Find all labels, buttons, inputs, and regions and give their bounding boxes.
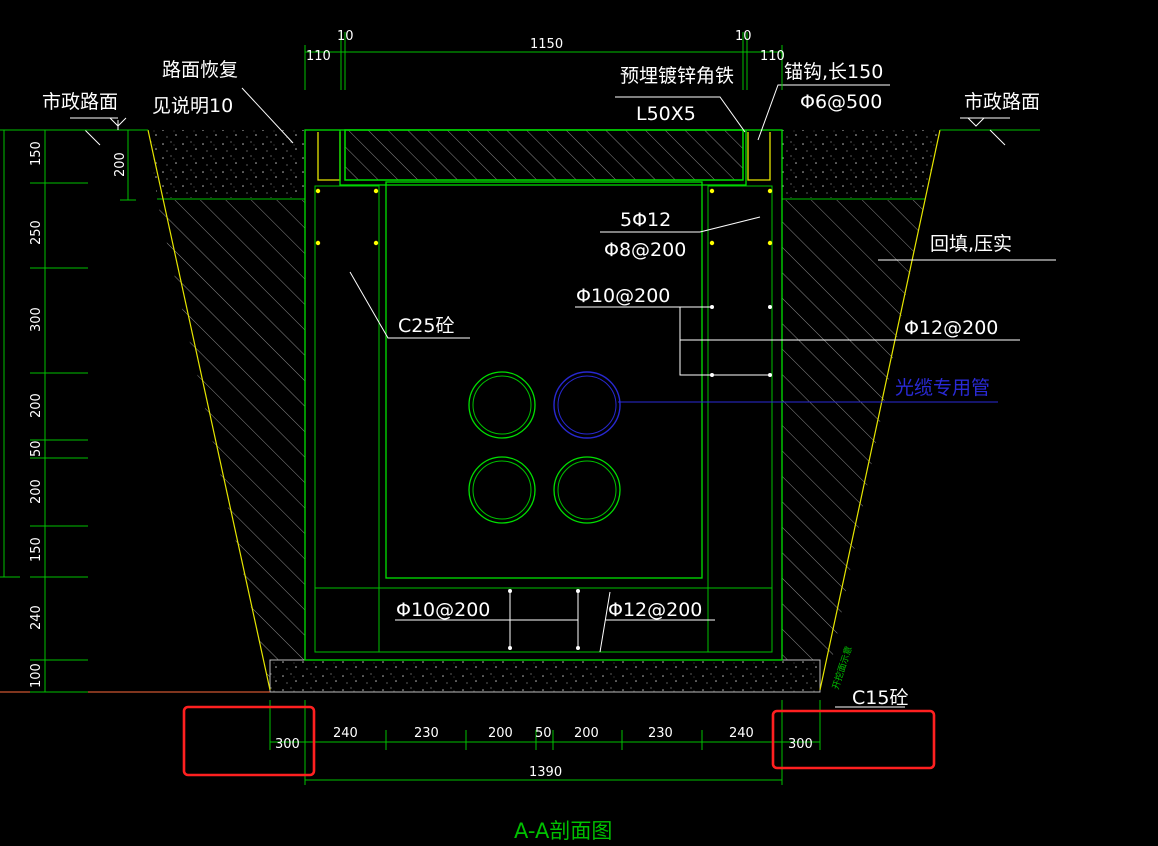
bottom-dimension-line [269,700,821,785]
backfill-right-hatch [782,200,925,660]
excavation-outline-right [819,129,941,691]
label-anchor: 锚钩,长150 [784,61,883,83]
label-road-restore: 路面恢复 [162,59,238,81]
label-concrete-c15: C15砼 [852,687,908,709]
label-rebar-h1: Φ10@200 [576,285,670,307]
top-dim-1: 110 [306,49,331,64]
label-rebar-top: 5Φ12 [620,209,671,231]
label-rebar-bot-right: Φ12@200 [608,599,702,621]
bottom-dim-9: 300 [788,737,813,752]
left-dim-6: 200 [29,479,44,504]
left-dim-1: 150 [29,141,44,166]
top-dim-5: 110 [760,49,785,64]
excavation-outline-left [147,129,271,691]
label-rebar-bot-left: Φ10@200 [396,599,490,621]
cover-plate [344,129,744,181]
leader-lines [117,84,1056,708]
bottom-dim-8: 240 [729,726,754,741]
label-angle-spec: L50X5 [636,103,696,125]
label-backfill: 回填,压实 [930,233,1012,255]
left-dim-5: 50 [29,440,44,457]
bottom-dim-6: 200 [574,726,599,741]
highlight-box-right [771,709,936,770]
label-fiber-pipe: 光缆专用管 [895,377,990,399]
bottom-dim-4: 200 [488,726,513,741]
left-dim-4: 200 [29,393,44,418]
backfill-left-hatch [157,200,305,690]
rebar-dots [315,188,773,246]
label-municipal-right: 市政路面 [964,91,1040,113]
ground-symbol-left [70,117,127,146]
label-concrete-c25: C25砼 [398,315,454,337]
highlight-box-left [182,705,316,777]
bottom-dim-5: 50 [535,726,552,741]
road-restore-right [782,130,940,198]
left-dim-3: 300 [29,307,44,332]
bottom-dim-total: 1390 [529,765,562,780]
label-rebar-v1: Φ12@200 [904,317,998,339]
ground-symbol-right [960,117,1010,146]
top-dimension-line [304,32,783,90]
label-municipal-left: 市政路面 [42,91,118,113]
top-dim-3: 1150 [530,37,563,52]
right-wall-rebar [707,185,773,653]
trench-inner-cavity [385,181,703,579]
left-dim-8: 240 [29,605,44,630]
left-dim-2: 250 [29,220,44,245]
trench-outer-wall [304,129,783,661]
left-dim-9: 100 [29,663,44,688]
left-wall-rebar [314,185,380,653]
fiber-optic-pipe [553,371,621,439]
bottom-dim-7: 230 [648,726,673,741]
conduit-pipes [468,371,621,524]
bottom-dim-2: 240 [333,726,358,741]
top-dim-2: 10 [337,29,354,44]
c15-base-slab [269,659,821,693]
top-dim-4: 10 [735,29,752,44]
label-see-note: 见说明10 [152,95,233,117]
left-dim-7: 150 [29,537,44,562]
label-rebar-stirrup: Φ8@200 [604,239,686,261]
label-angle-iron: 预埋镀锌角铁 [620,65,734,87]
left-dim-small: 200 [113,152,128,177]
label-anchor-spec: Φ6@500 [800,91,882,113]
bottom-dim-3: 230 [414,726,439,741]
section-title: A-A剖面图 [514,819,612,842]
road-restore-left [148,130,305,198]
left-dimension-line [0,129,136,693]
bottom-dim-1: 300 [275,737,300,752]
